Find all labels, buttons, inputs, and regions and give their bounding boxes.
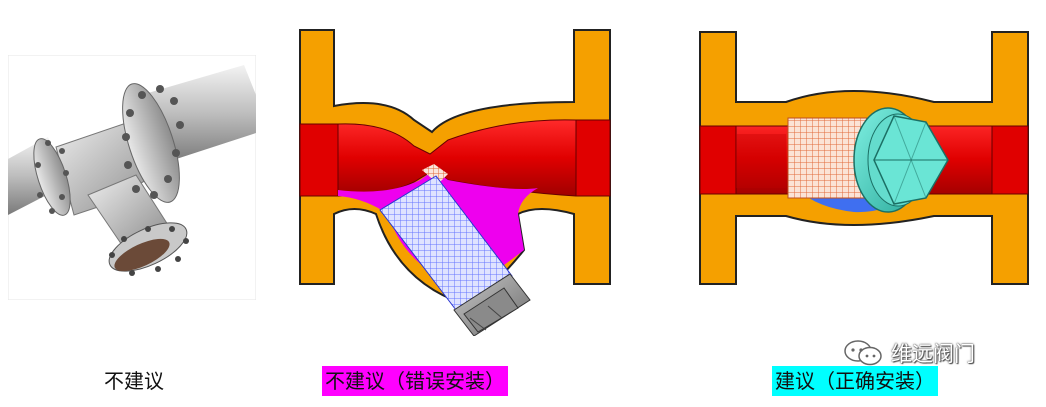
strainer-photo-panel bbox=[7, 54, 257, 301]
right-flange bbox=[122, 83, 184, 203]
y-strainer-cross-section bbox=[299, 29, 611, 337]
caption-incorrect-install: 不建议（错误安装） bbox=[322, 366, 508, 396]
caption-correct-install: 建议（正确安装） bbox=[772, 366, 938, 396]
horizontal-strainer-cross-section bbox=[699, 31, 1029, 285]
incorrect-install-diagram bbox=[298, 28, 616, 337]
vertical-strainer-illustration bbox=[7, 54, 257, 301]
drain-cap bbox=[108, 222, 189, 276]
chat-bubbles-icon bbox=[843, 338, 883, 368]
watermark: 维远阀门 bbox=[843, 335, 975, 371]
caption-not-recommended: 不建议 bbox=[104, 369, 164, 393]
flow-channel bbox=[299, 119, 611, 197]
drain-cap-bolt bbox=[453, 273, 531, 337]
correct-install-diagram bbox=[698, 30, 1031, 286]
upper-screen bbox=[422, 164, 448, 184]
left-flange bbox=[33, 138, 71, 216]
watermark-text: 维远阀门 bbox=[891, 342, 975, 366]
upper-pipe bbox=[148, 65, 256, 163]
strainer-cap bbox=[853, 107, 949, 213]
